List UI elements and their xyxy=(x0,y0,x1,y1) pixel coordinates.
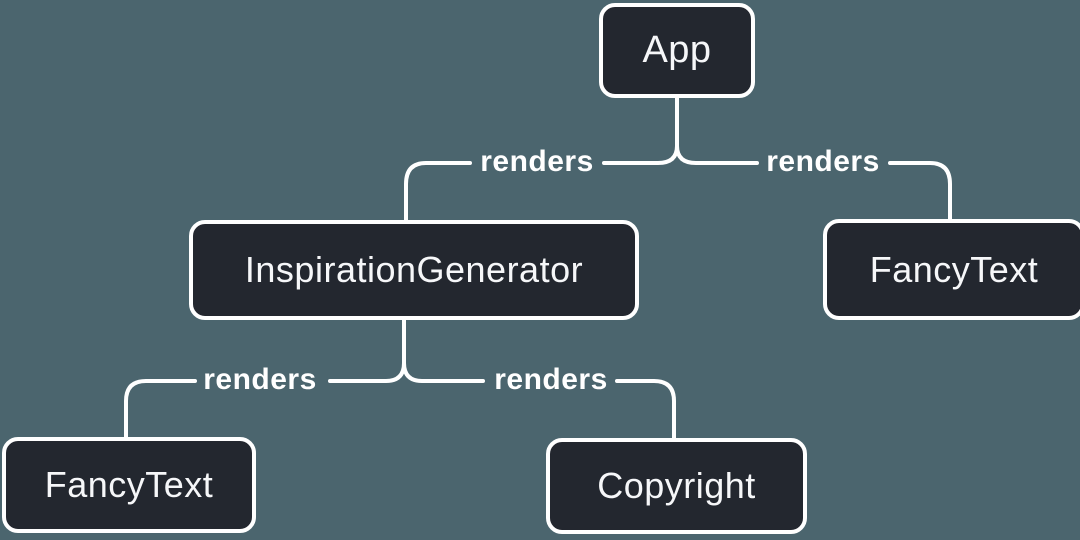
node-label: App xyxy=(642,29,712,71)
edge-label: renders xyxy=(494,363,608,396)
edge-app-fancytext-a xyxy=(675,95,759,165)
edge-inspiration-copyright-b xyxy=(615,379,676,442)
edge-app-inspiration-b xyxy=(404,161,472,223)
node-fancy-text-top-right: FancyText xyxy=(823,219,1080,320)
node-inspiration-generator: InspirationGenerator xyxy=(189,220,639,320)
edge-app-fancytext-b xyxy=(888,161,952,221)
node-label: Copyright xyxy=(597,465,756,506)
edge-app-inspiration-a xyxy=(602,95,679,165)
node-copyright: Copyright xyxy=(546,438,807,534)
node-label: InspirationGenerator xyxy=(244,249,584,290)
node-fancy-text-bottom-left: FancyText xyxy=(2,437,256,533)
edge-inspiration-copyright-a xyxy=(402,317,485,383)
node-label: FancyText xyxy=(869,248,1039,290)
edge-inspiration-fancytext-b xyxy=(124,379,197,440)
node-app: App xyxy=(599,3,755,98)
edge-label: renders xyxy=(203,363,317,396)
edge-label: renders xyxy=(766,145,880,178)
node-label: FancyText xyxy=(44,464,214,505)
edge-label: renders xyxy=(480,145,594,178)
edge-inspiration-fancytext-a xyxy=(328,317,406,383)
